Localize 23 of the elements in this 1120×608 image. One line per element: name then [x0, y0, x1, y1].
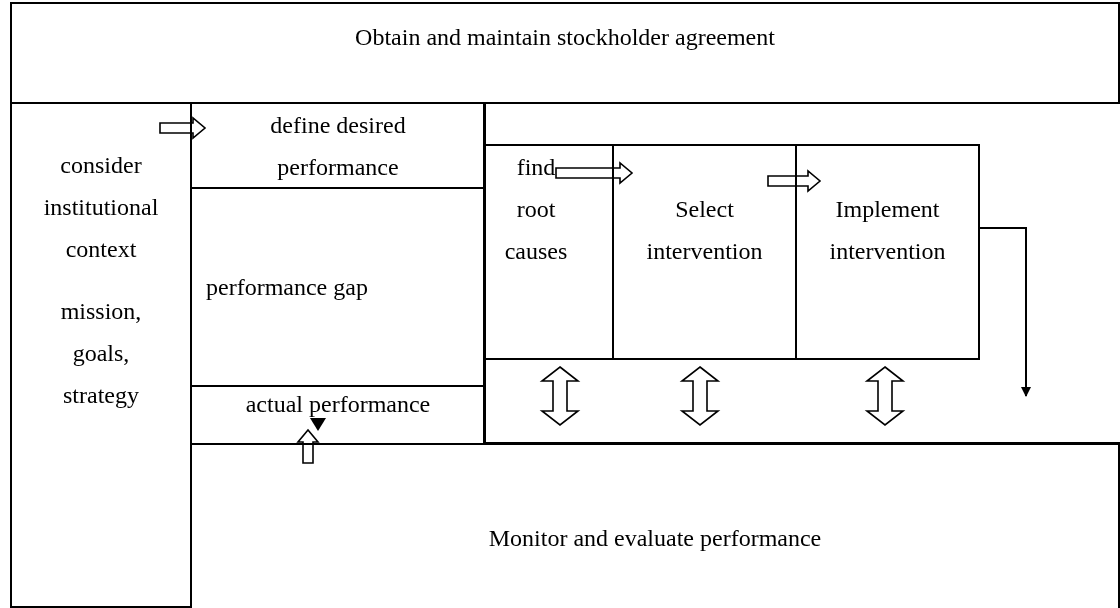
node-label: performance gap	[206, 273, 368, 302]
node-label: mission, goals, strategy	[59, 297, 143, 410]
node-label: define desired performance	[269, 111, 407, 182]
arrow	[679, 366, 721, 426]
node-label: Implement intervention	[828, 195, 947, 266]
arrow	[159, 116, 207, 140]
node-label: Monitor and evaluate performance	[488, 524, 822, 553]
arrow	[979, 227, 1031, 397]
process-box	[612, 144, 797, 360]
process-box	[484, 144, 614, 360]
arrow	[767, 169, 822, 193]
header-band	[10, 2, 1120, 104]
node-label: consider institutional context	[42, 151, 160, 264]
arrow	[864, 366, 906, 426]
node-label: Select intervention	[645, 195, 764, 266]
process-box	[795, 144, 980, 360]
arrow	[555, 161, 634, 185]
node-label: Obtain and maintain stockholder agreement	[355, 23, 775, 52]
node-label: actual performance	[245, 390, 431, 419]
side-column	[10, 102, 192, 608]
node-label: find root causes	[503, 153, 569, 266]
arrow	[296, 418, 326, 464]
arrow	[539, 366, 581, 426]
